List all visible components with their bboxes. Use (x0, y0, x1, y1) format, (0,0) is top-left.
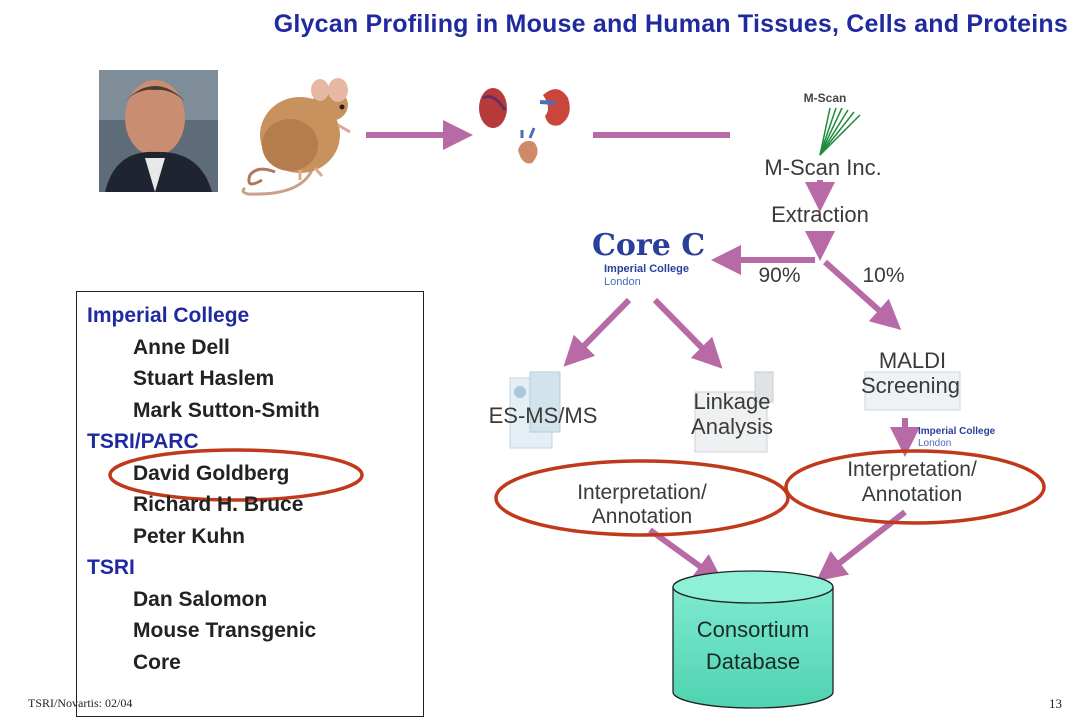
member-core: Core (133, 650, 181, 674)
highlight-ellipse-interp-left (494, 459, 790, 537)
maldi-label-line1: MALDI (878, 348, 947, 373)
organs-illustration (479, 88, 570, 164)
slide-title: Glycan Profiling in Mouse and Human Tiss… (273, 10, 1068, 38)
mscan-logo-icon (819, 107, 861, 156)
esms-label: ES-MS/MS (488, 403, 598, 428)
maldi-london-label: London (918, 438, 952, 449)
mscan-inc-label: M-Scan Inc. (764, 155, 882, 180)
page-number: 13 (1049, 696, 1062, 711)
members-box: Imperial College Anne Dell Stuart Haslem… (76, 291, 424, 717)
member-david-goldberg: David Goldberg (133, 461, 290, 485)
interp-right-line1: Interpretation/ (847, 458, 977, 481)
highlight-ellipse-goldberg (108, 448, 364, 502)
core-c-logo: Core C (592, 228, 706, 263)
interp-left-line1: Interpretation/ (577, 481, 707, 504)
database-label-line1: Consortium (696, 617, 810, 642)
member-richard-bruce: Richard H. Bruce (133, 493, 304, 516)
database-label-line2: Database (705, 649, 801, 674)
consortium-database-cylinder (672, 570, 834, 709)
split-10-label: 10% (862, 264, 905, 287)
extraction-label: Extraction (771, 202, 869, 227)
arrow-10-to-maldi (823, 259, 902, 330)
linkage-label-line2: Analysis (691, 414, 773, 439)
maldi-label-line2: Screening (860, 373, 961, 398)
interp-left-line2: Annotation (591, 505, 693, 528)
arrow-core-to-linkage (652, 297, 723, 369)
group-imperial-college: Imperial College (87, 304, 250, 327)
highlight-ellipse-interp-right (784, 449, 1046, 525)
core-c-london-label: London (604, 276, 641, 288)
maldi-instrument-icon (864, 371, 961, 411)
maldi-imperial-label: Imperial College (918, 426, 996, 437)
member-peter-kuhn: Peter Kuhn (133, 524, 246, 548)
core-c-imperial-label: Imperial College (604, 263, 689, 275)
split-90-label: 90% (758, 264, 801, 287)
group-tsri-parc: TSRI/PARC (87, 430, 199, 453)
footer-date: TSRI/Novartis: 02/04 (28, 696, 133, 710)
portrait-photo (99, 70, 218, 192)
linkage-instrument-icon (694, 371, 774, 453)
member-anne-dell: Anne Dell (133, 335, 230, 359)
member-mouse-transgenic: Mouse Transgenic (133, 619, 317, 642)
member-stuart-haslem: Stuart Haslem (133, 367, 275, 390)
arrow-core-to-esms (563, 297, 632, 367)
mouse-illustration (241, 78, 351, 196)
member-dan-salomon: Dan Salomon (133, 587, 268, 611)
group-tsri: TSRI (87, 556, 135, 579)
esms-instrument-icon (509, 371, 561, 449)
database-label: Consortium Database (673, 614, 833, 678)
interp-right-line2: Annotation (861, 483, 963, 506)
linkage-label-line1: Linkage (693, 389, 771, 414)
mscan-logo-text: M-Scan (803, 91, 847, 105)
arrow-left-interp-to-db (648, 527, 725, 584)
member-mark-sutton-smith: Mark Sutton-Smith (133, 398, 320, 422)
